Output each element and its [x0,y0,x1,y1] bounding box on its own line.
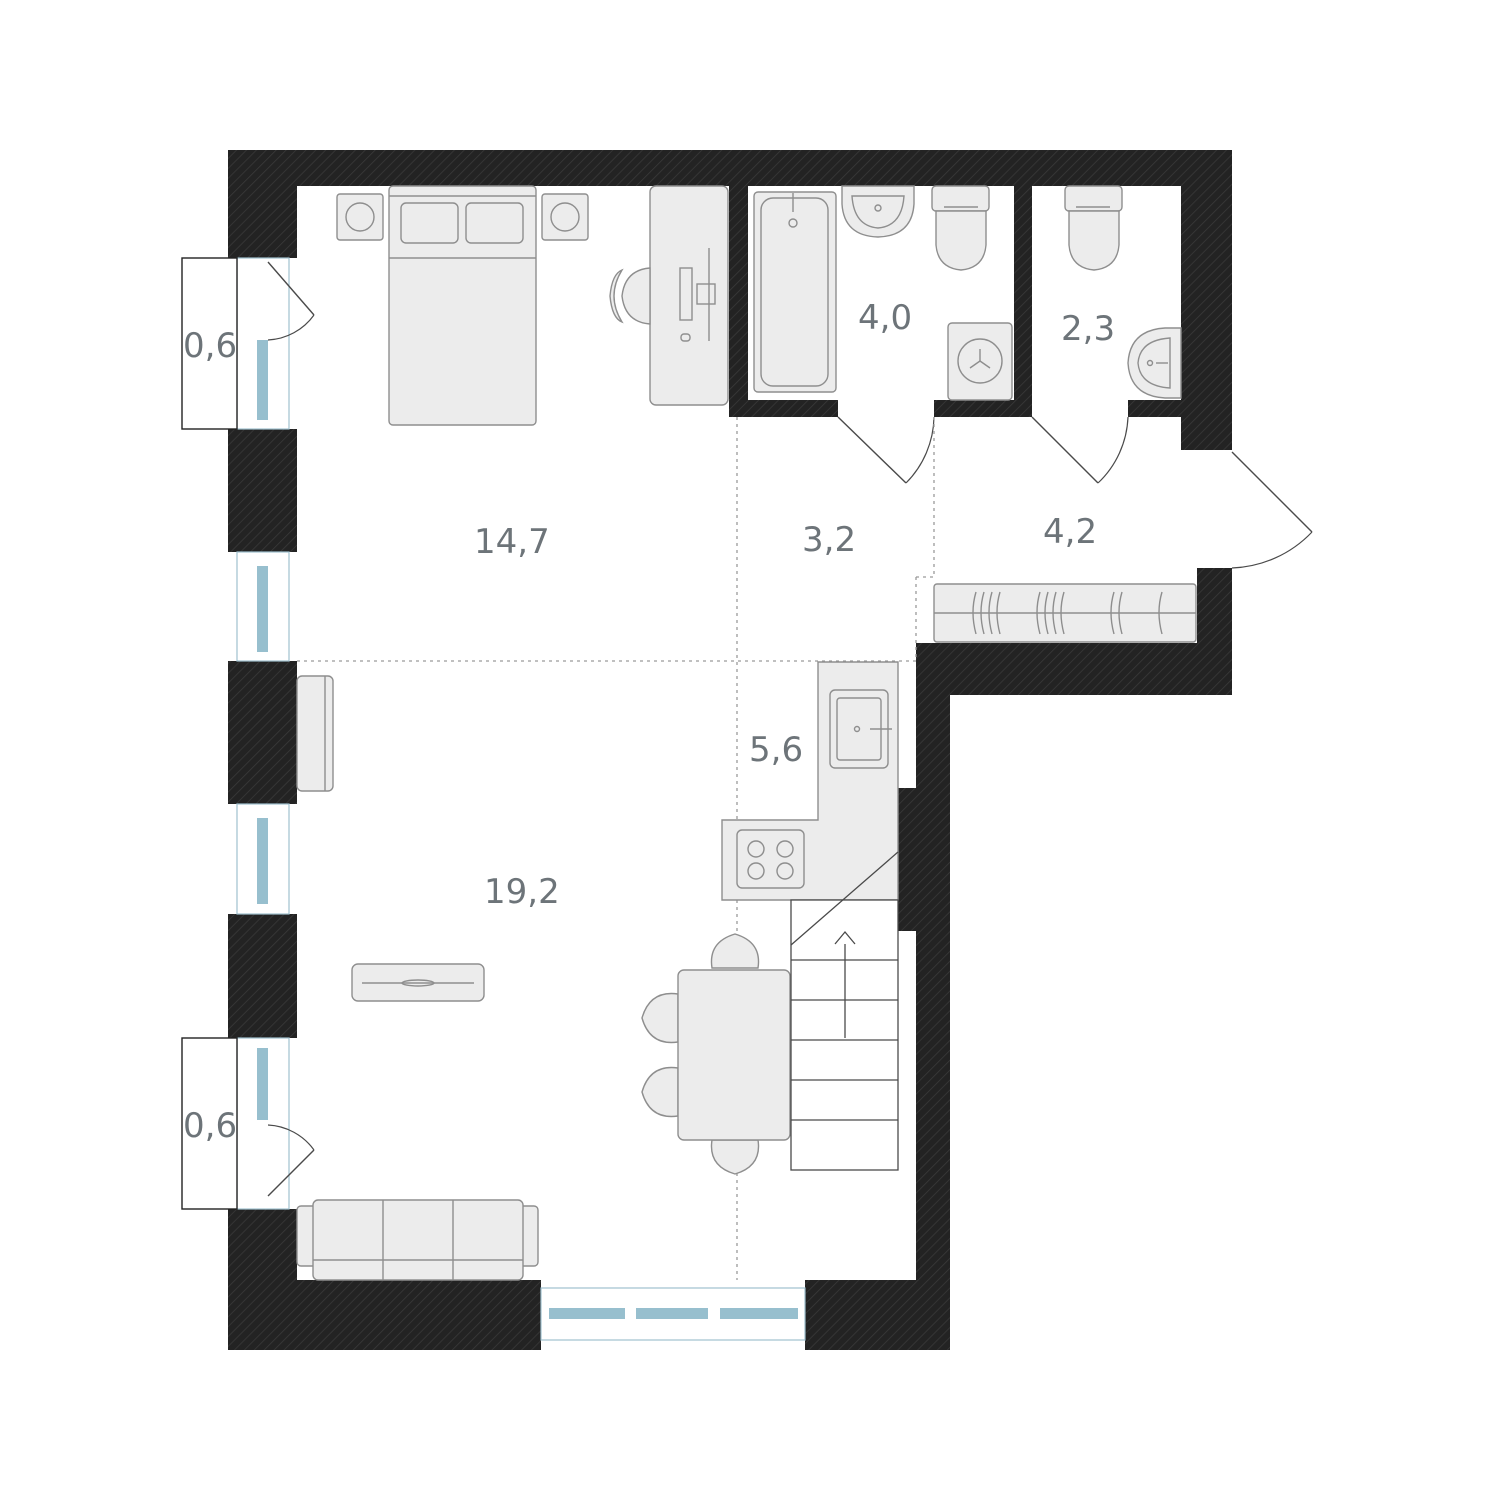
zone-dividers [297,417,935,1280]
wall-left-1 [228,150,297,258]
bathtub-icon [753,191,837,393]
wall-wc-bottom [1128,400,1198,417]
walls [228,150,1232,1350]
wall-bath-wc-divider [1014,186,1032,417]
balcony-lower [181,1037,238,1210]
tv-stand-icon [296,675,334,792]
desk-icon [649,185,729,406]
wall-stair-niche [898,788,950,931]
sink-icon [841,185,915,238]
door-balcony-upper[interactable] [267,261,315,341]
kitchen-sink-icon [829,689,892,769]
windows [236,257,806,1341]
wall-living-right [916,643,950,1350]
stove-icon [736,829,805,889]
room-area-label: 0,6 [183,326,237,366]
wall-bath-bottom-a [729,400,838,417]
washing-machine-icon [947,322,1013,401]
staircase-icon [790,851,899,1171]
tv-stand-icon [351,963,485,1002]
room-area-label: 19,2 [484,872,560,912]
wall-bath-bottom-b [934,400,1032,417]
wardrobe-icon [933,583,1197,643]
double-bed-icon [388,185,537,426]
wall-bottom-right [805,1280,950,1350]
wall-left-2 [228,429,297,552]
door-entrance[interactable] [1231,451,1313,569]
balcony-upper [181,257,238,430]
wall-bath-left [729,186,748,417]
toilet-icon [931,185,990,271]
window-left-3 [236,803,290,915]
wall-left-3 [228,661,297,804]
wall-corridor-bottom [916,643,1232,695]
room-area-label: 4,2 [1043,512,1097,552]
door-wc[interactable] [1031,416,1129,484]
chair-icon [609,267,651,325]
door-icon [267,1124,315,1197]
door-icon [1031,416,1129,484]
wall-bottom-left [228,1280,541,1350]
door-icon [1231,451,1313,569]
sofa-icon [296,1199,539,1281]
door-icon [837,416,935,484]
area-labels: 14,7 19,2 3,2 4,2 5,6 4,0 2,3 0,6 0,6 [183,298,1115,1146]
room-area-label: 5,6 [749,730,803,770]
room-area-label: 14,7 [474,522,550,562]
window-bottom [540,1287,806,1341]
nightstand-icon [541,193,589,241]
window-left-1 [236,257,290,430]
wall-top [228,150,1232,186]
room-area-label: 3,2 [802,520,856,560]
room-area-label: 0,6 [183,1106,237,1146]
window-left-4 [236,1037,290,1210]
door-bathroom[interactable] [837,416,935,484]
dining-table-icon [641,933,791,1175]
wall-left-4 [228,914,297,1038]
room-area-label: 2,3 [1061,309,1115,349]
sink-icon [1127,327,1182,399]
room-area-label: 4,0 [858,298,912,338]
door-icon [267,261,315,341]
window-left-2 [236,551,290,662]
wall-wc-right-stub [1181,400,1198,450]
toilet-icon [1064,185,1123,271]
nightstand-icon [336,193,384,241]
door-balcony-lower[interactable] [267,1124,315,1197]
